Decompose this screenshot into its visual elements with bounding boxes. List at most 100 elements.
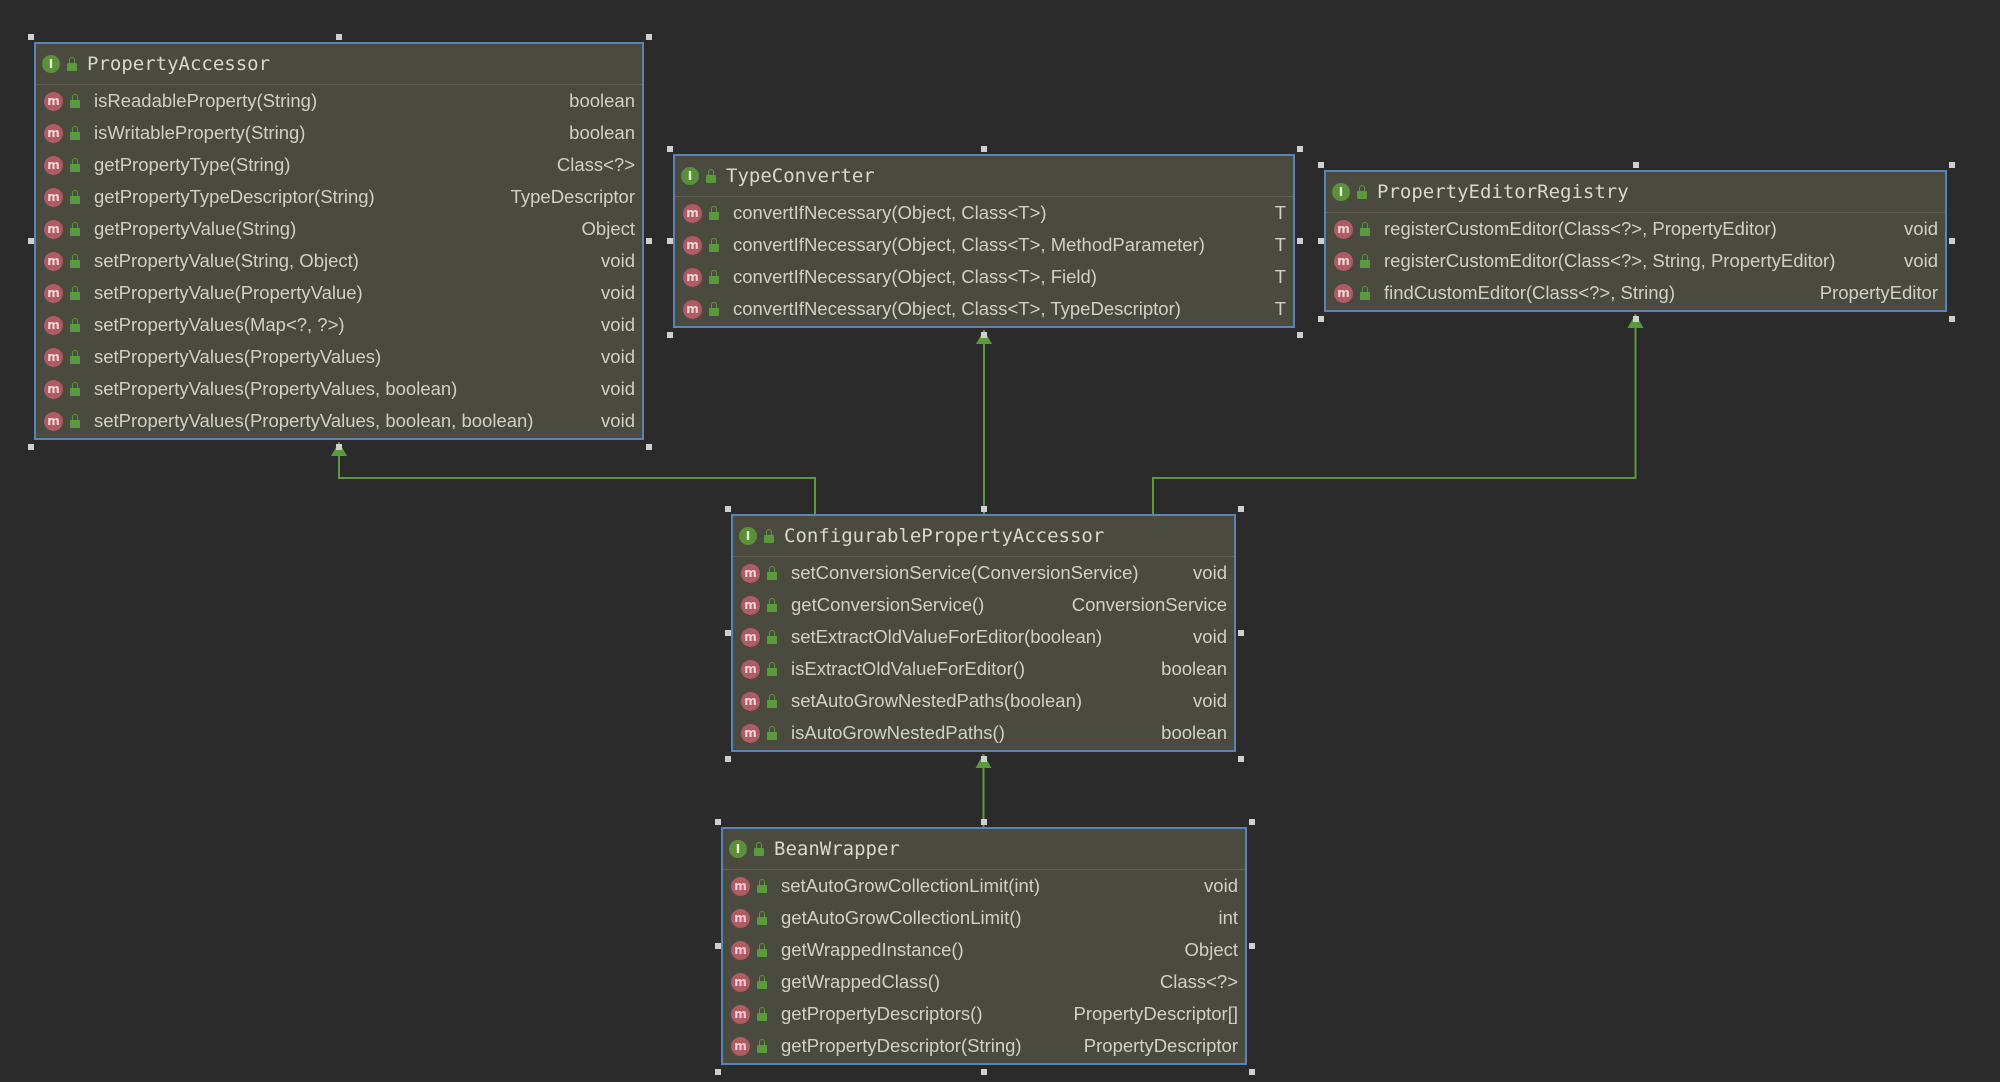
- resize-handle[interactable]: [725, 630, 731, 636]
- resize-handle[interactable]: [981, 146, 987, 152]
- box-title: TypeConverter: [726, 165, 875, 187]
- resize-handle[interactable]: [1297, 146, 1303, 152]
- method-signature: setAutoGrowCollectionLimit(int): [781, 875, 1041, 896]
- resize-handle[interactable]: [667, 332, 673, 338]
- resize-handle[interactable]: [28, 34, 34, 40]
- resize-handle[interactable]: [1949, 238, 1955, 244]
- method-signature: findCustomEditor(Class<?>, String): [1384, 282, 1675, 303]
- resize-handle[interactable]: [1632, 162, 1639, 168]
- resize-handle[interactable]: [980, 506, 987, 512]
- resize-handle[interactable]: [1238, 630, 1244, 636]
- public-lock-icon: [754, 842, 764, 856]
- method-icon: m: [44, 123, 63, 143]
- method-signature: isWritableProperty(String): [94, 122, 306, 143]
- method-signature: setExtractOldValueForEditor(boolean): [791, 626, 1103, 647]
- resize-handle[interactable]: [725, 756, 731, 762]
- public-lock-icon: [1357, 185, 1367, 199]
- resize-handle[interactable]: [1318, 162, 1324, 168]
- method-return-type: Class<?>: [1159, 971, 1238, 992]
- method-return-type: boolean: [569, 90, 635, 111]
- method-icon: m: [683, 203, 702, 223]
- public-lock-icon: [767, 694, 777, 708]
- resize-handle[interactable]: [1249, 819, 1255, 825]
- resize-handle[interactable]: [980, 756, 987, 762]
- method-return-type: TypeDescriptor: [510, 186, 635, 207]
- resize-handle[interactable]: [1632, 316, 1639, 322]
- public-lock-icon: [709, 302, 719, 316]
- method-return-type: boolean: [1161, 722, 1227, 743]
- resize-handle[interactable]: [1318, 316, 1324, 322]
- resize-handle[interactable]: [1297, 238, 1303, 244]
- resize-handle[interactable]: [981, 1069, 987, 1075]
- public-lock-icon: [70, 190, 80, 204]
- resize-handle[interactable]: [1238, 506, 1244, 512]
- method-signature: getWrappedInstance(): [781, 939, 964, 960]
- method-return-type: void: [1193, 626, 1227, 647]
- method-icon: m: [741, 659, 760, 679]
- resize-handle[interactable]: [646, 444, 652, 450]
- resize-handle[interactable]: [336, 444, 342, 450]
- resize-handle[interactable]: [1949, 162, 1955, 168]
- public-lock-icon: [70, 222, 80, 236]
- resize-handle[interactable]: [667, 238, 673, 244]
- resize-handle[interactable]: [646, 238, 652, 244]
- resize-handle[interactable]: [1249, 1069, 1255, 1075]
- resize-handle[interactable]: [715, 819, 721, 825]
- resize-handle[interactable]: [725, 506, 731, 512]
- resize-handle[interactable]: [646, 34, 652, 40]
- resize-handle[interactable]: [28, 238, 34, 244]
- public-lock-icon: [767, 630, 777, 644]
- resize-handle[interactable]: [715, 1069, 721, 1075]
- resize-handle[interactable]: [336, 34, 342, 40]
- method-return-type: void: [1193, 690, 1227, 711]
- resize-handle[interactable]: [667, 146, 673, 152]
- public-lock-icon: [70, 158, 80, 172]
- public-lock-icon: [767, 598, 777, 612]
- resize-handle[interactable]: [28, 444, 34, 450]
- resize-handle[interactable]: [1297, 332, 1303, 338]
- resize-handle[interactable]: [1249, 943, 1255, 949]
- resize-handle[interactable]: [981, 332, 987, 338]
- resize-handle[interactable]: [715, 943, 721, 949]
- resize-handle[interactable]: [981, 819, 987, 825]
- resize-handle[interactable]: [1949, 316, 1955, 322]
- resize-handle[interactable]: [1318, 238, 1324, 244]
- resize-handle[interactable]: [1238, 756, 1244, 762]
